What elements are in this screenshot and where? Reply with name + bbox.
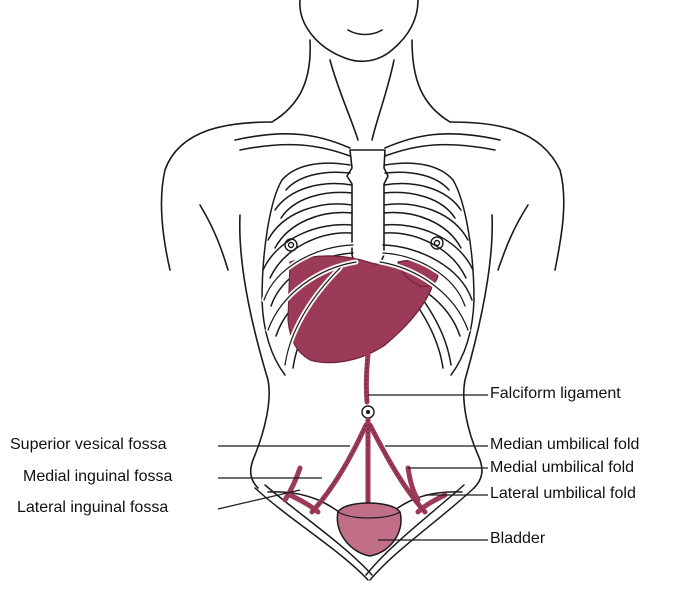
torso-side-right bbox=[464, 215, 492, 488]
label-superior-vesical-fossa: Superior vesical fossa bbox=[10, 437, 167, 453]
shoulder-left bbox=[161, 122, 272, 270]
arm-inner-right bbox=[498, 205, 528, 270]
falciform-ligament bbox=[366, 355, 368, 402]
neck-muscle-right bbox=[372, 60, 394, 140]
label-bladder: Bladder bbox=[490, 531, 545, 547]
neck-right bbox=[412, 40, 450, 122]
label-medial-inguinal-fossa: Medial inguinal fossa bbox=[23, 469, 172, 485]
label-lateral-inguinal-fossa: Lateral inguinal fossa bbox=[17, 500, 168, 516]
medial-umbilical-fold-left bbox=[312, 425, 366, 512]
clavicle-left-lower bbox=[240, 145, 350, 156]
label-falciform-ligament: Falciform ligament bbox=[490, 386, 621, 402]
clavicle-left bbox=[235, 134, 350, 148]
clavicle-right-lower bbox=[385, 145, 495, 156]
label-lateral-umbilical-fold: Lateral umbilical fold bbox=[490, 486, 636, 502]
chin-outline bbox=[300, 0, 418, 61]
label-median-umbilical-fold: Median umbilical fold bbox=[490, 437, 639, 453]
clavicle-right bbox=[385, 134, 500, 148]
mouth bbox=[348, 30, 382, 35]
neck-left bbox=[272, 40, 310, 122]
arm-inner-left bbox=[200, 205, 228, 270]
label-medial-umbilical-fold: Medial umbilical fold bbox=[490, 460, 634, 476]
neck-muscle-left bbox=[330, 60, 358, 140]
nipple-left bbox=[285, 239, 297, 251]
